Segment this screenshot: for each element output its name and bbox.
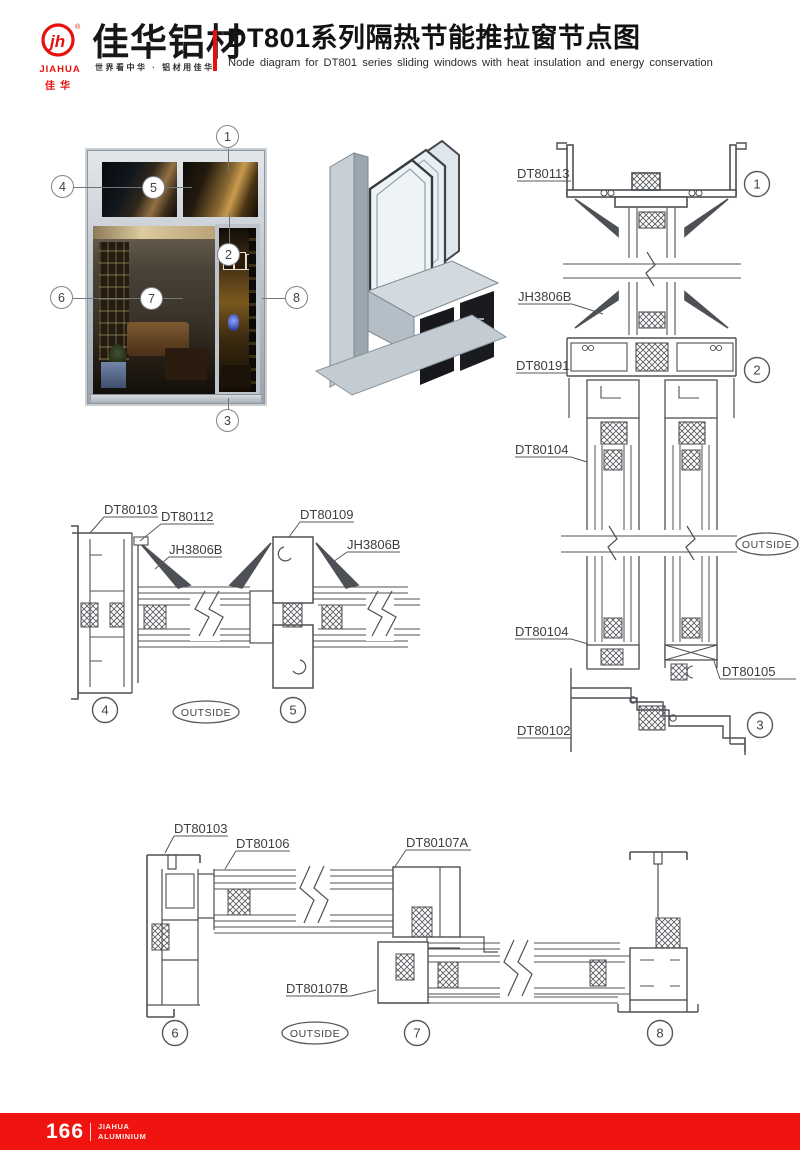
vertical-section-drawing: DT80113 JH3806B DT80191 DT80104 DT80104 … bbox=[515, 142, 799, 755]
interior-screen-panel bbox=[99, 242, 129, 360]
window-track bbox=[91, 394, 261, 403]
part-label-dt80103: DT80103 bbox=[174, 821, 227, 836]
callout-3: 3 bbox=[216, 409, 239, 432]
detail-circle-1: 1 bbox=[753, 177, 760, 192]
detail-circle-6: 6 bbox=[171, 1026, 178, 1041]
interior-blue-box bbox=[101, 362, 126, 388]
part-label-dt80103: DT80103 bbox=[104, 502, 157, 517]
mid-section-drawing: DT80103 DT80112 JH3806B DT80109 JH3806B … bbox=[71, 502, 420, 724]
outside-label: OUTSIDE bbox=[290, 1028, 340, 1040]
svg-text:jh: jh bbox=[48, 32, 65, 51]
page-title: DT801系列隔热节能推拉窗节点图 bbox=[227, 23, 641, 53]
detail-circle-3: 3 bbox=[756, 718, 763, 733]
registered-mark: ® bbox=[75, 23, 81, 31]
window-pane-top-right bbox=[183, 162, 258, 217]
interior-lamp bbox=[228, 314, 239, 331]
interior-table bbox=[165, 348, 207, 380]
page-number: 166 bbox=[46, 1119, 85, 1143]
bottom-section-drawing: DT80103 DT80106 DT80107A DT80107B 6 7 8 … bbox=[146, 821, 699, 1047]
part-label-dt80107a: DT80107A bbox=[406, 835, 468, 850]
detail-circle-2: 2 bbox=[753, 363, 760, 378]
outside-label: OUTSIDE bbox=[181, 707, 231, 719]
window-pane-lower-left bbox=[93, 226, 215, 394]
callout-2: 2 bbox=[217, 243, 240, 266]
logo-brand-cn: 佳华 bbox=[45, 81, 75, 92]
callout-5: 5 bbox=[142, 176, 165, 199]
leader-line-3 bbox=[228, 398, 229, 410]
base-slab bbox=[314, 314, 507, 396]
callout-8: 8 bbox=[285, 286, 308, 309]
part-label-dt80113: DT80113 bbox=[517, 166, 570, 181]
brand-tagline: 世界看中华 · 铝材用佳华 bbox=[95, 63, 215, 72]
header-divider bbox=[213, 30, 217, 71]
part-label-dt80109: DT80109 bbox=[300, 507, 353, 522]
part-label-jh3806b-right: JH3806B bbox=[347, 537, 400, 552]
profile-3d-render bbox=[314, 139, 507, 396]
brand-name-cn: 佳华铝材 bbox=[92, 22, 244, 63]
callout-7: 7 bbox=[140, 287, 163, 310]
part-label-dt80102: DT80102 bbox=[517, 723, 570, 738]
logo-brand-en: JIAHUA bbox=[39, 64, 81, 75]
leader-line-1 bbox=[228, 149, 229, 172]
part-label-dt80106: DT80106 bbox=[236, 836, 289, 851]
part-label-dt80107b: DT80107B bbox=[286, 981, 348, 996]
detail-circle-7: 7 bbox=[413, 1026, 420, 1041]
part-label-dt80104-b: DT80104 bbox=[515, 624, 568, 639]
footer-brand-line1: JIAHUA bbox=[98, 1122, 130, 1132]
detail-circle-8: 8 bbox=[656, 1026, 663, 1041]
part-label-dt80112: DT80112 bbox=[161, 509, 214, 524]
callout-1: 1 bbox=[216, 125, 239, 148]
window-pane-top-left bbox=[102, 162, 177, 217]
part-label-dt80191: DT80191 bbox=[516, 358, 569, 373]
leader-line-2 bbox=[229, 212, 230, 244]
leader-line-6 bbox=[73, 298, 183, 299]
footer-brand: JIAHUA ALUMINIUM bbox=[98, 1122, 146, 1141]
callout-4: 4 bbox=[51, 175, 74, 198]
detail-circle-5: 5 bbox=[289, 703, 296, 718]
jiahua-logo-icon: jh ® bbox=[41, 23, 81, 57]
interior-cabinet bbox=[221, 365, 251, 387]
footer-bar: 166 JIAHUA ALUMINIUM bbox=[0, 1113, 800, 1150]
footer-divider bbox=[90, 1122, 92, 1141]
footer-brand-line2: ALUMINIUM bbox=[98, 1131, 147, 1141]
part-label-dt80105: DT80105 bbox=[722, 664, 775, 679]
part-label-dt80104-a: DT80104 bbox=[515, 442, 568, 457]
leader-line-4 bbox=[74, 187, 192, 188]
company-logo: jh ® JIAHUA 佳华 bbox=[28, 21, 92, 92]
frame-left-bar bbox=[329, 152, 355, 388]
leader-line-8 bbox=[262, 298, 286, 299]
interior-shelf bbox=[249, 228, 256, 392]
interior-ceiling-light bbox=[93, 226, 215, 239]
outside-label: OUTSIDE bbox=[742, 539, 792, 551]
callout-6: 6 bbox=[50, 286, 73, 309]
part-label-jh3806b-left: JH3806B bbox=[169, 542, 222, 557]
part-label-jh3806b: JH3806B bbox=[518, 289, 571, 304]
detail-circle-4: 4 bbox=[101, 703, 108, 718]
page-subtitle: Node diagram for DT801 series sliding wi… bbox=[228, 57, 713, 69]
